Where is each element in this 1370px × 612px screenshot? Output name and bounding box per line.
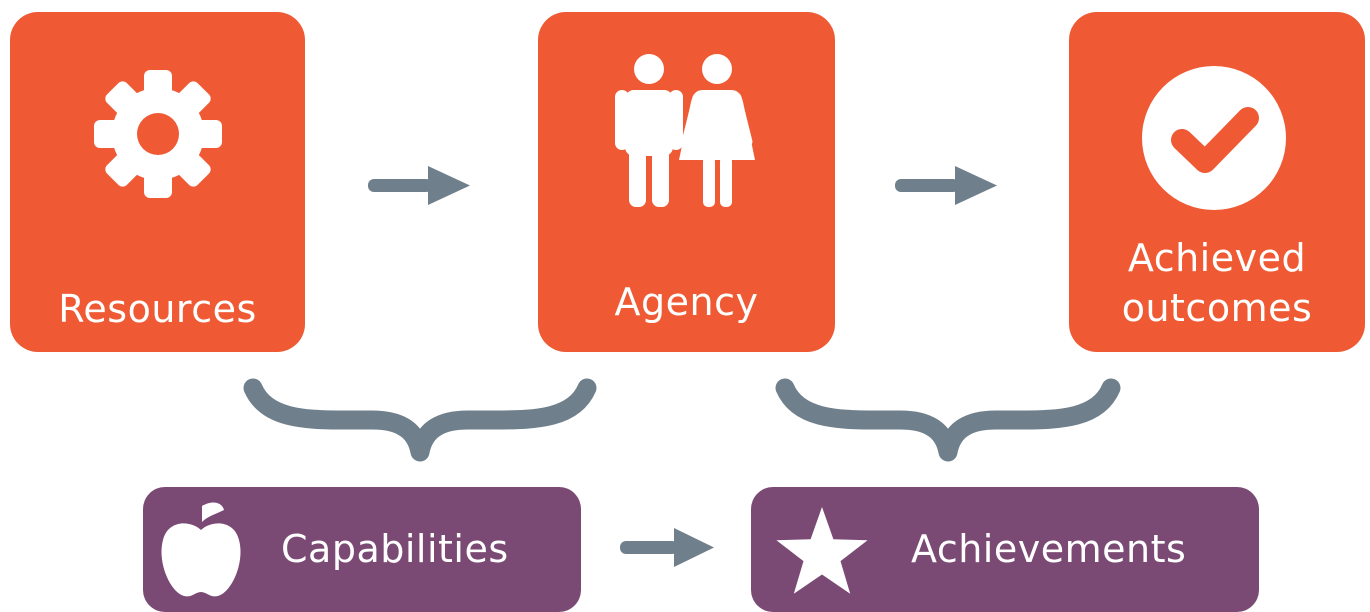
arrow-capabilities-to-achievements	[620, 528, 714, 567]
achieved-outcomes-box: Achieved outcomes	[1069, 12, 1365, 352]
resources-label: Resources	[58, 287, 257, 331]
achieved-outcomes-label-line1: Achieved	[1127, 236, 1307, 280]
capabilities-label: Capabilities	[281, 527, 509, 571]
check-circle-icon	[1142, 66, 1286, 210]
agency-box: Agency	[538, 12, 835, 352]
apple-icon	[161, 502, 241, 597]
achievements-box: Achievements	[751, 487, 1259, 612]
agency-label: Agency	[614, 280, 759, 324]
arrow-resources-to-agency	[368, 166, 470, 205]
gear-icon	[94, 70, 222, 198]
capabilities-box: Capabilities	[143, 487, 581, 612]
resources-box: Resources	[10, 12, 305, 352]
brace-capabilities	[243, 378, 597, 462]
star-icon	[776, 507, 868, 594]
achieved-outcomes-label-line2: outcomes	[1121, 286, 1313, 330]
brace-achievements	[775, 378, 1121, 462]
people-icon	[615, 54, 755, 207]
arrow-agency-to-outcomes	[895, 166, 997, 205]
achievements-label: Achievements	[911, 527, 1187, 571]
